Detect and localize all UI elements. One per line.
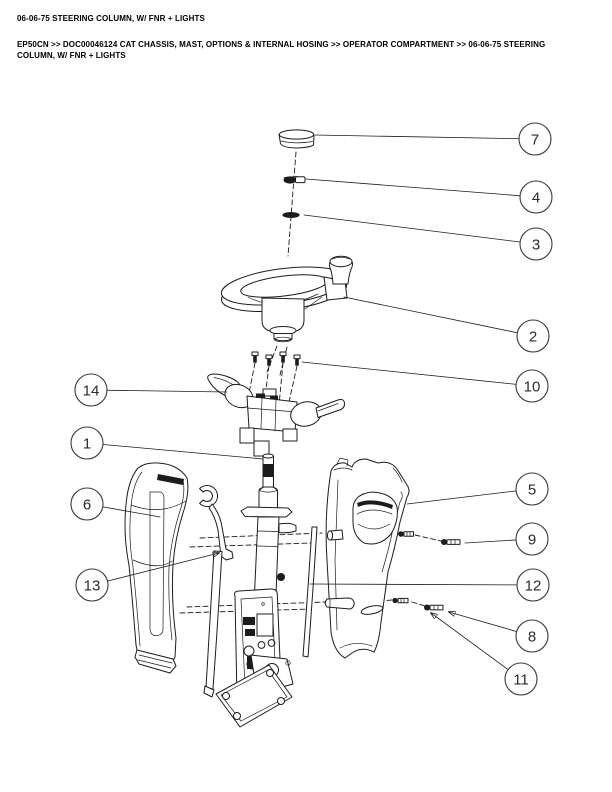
leader-line-5 bbox=[406, 488, 533, 505]
callout-number-4: 4 bbox=[532, 190, 540, 207]
callout-balloon-8[interactable] bbox=[515, 619, 549, 653]
part-mounting-screws bbox=[392, 531, 461, 611]
callout-balloon-13[interactable] bbox=[75, 568, 109, 602]
screw-icon bbox=[265, 354, 273, 366]
breadcrumb[interactable]: EP50CN >> DOC00046124 CAT CHASSIS, MAST,… bbox=[17, 40, 546, 60]
callout-balloon-12[interactable] bbox=[516, 568, 550, 602]
leader-line-10 bbox=[301, 361, 533, 387]
callout-number-12: 12 bbox=[525, 578, 542, 595]
part-washer bbox=[282, 212, 300, 218]
callout-number-11: 11 bbox=[513, 672, 529, 689]
leader-line-1 bbox=[86, 442, 264, 460]
leader-line-2 bbox=[343, 296, 534, 337]
leader-line-7 bbox=[314, 134, 536, 140]
part-combination-switch bbox=[207, 373, 345, 457]
leader-line-12 bbox=[309, 583, 534, 586]
callout-balloon-7[interactable] bbox=[518, 122, 552, 156]
part-steering-wheel bbox=[220, 255, 353, 343]
callout-balloon-4[interactable] bbox=[519, 180, 553, 214]
callout-balloon-11[interactable] bbox=[504, 662, 538, 696]
leader-line-11 bbox=[431, 613, 522, 680]
callout-number-13: 13 bbox=[84, 578, 101, 595]
leader-line-3 bbox=[303, 214, 537, 245]
callout-number-2: 2 bbox=[529, 329, 537, 346]
leader-line-4 bbox=[305, 178, 537, 198]
screw-icon bbox=[293, 354, 301, 366]
part-trim-strip-right bbox=[302, 526, 318, 658]
callout-number-10: 10 bbox=[524, 379, 541, 396]
callout-number-1: 1 bbox=[83, 436, 91, 453]
callout-balloon-14[interactable] bbox=[74, 373, 108, 407]
callout-balloon-2[interactable] bbox=[516, 319, 550, 353]
callout-number-6: 6 bbox=[83, 497, 91, 514]
part-nut bbox=[283, 176, 306, 184]
callout-number-5: 5 bbox=[528, 482, 536, 499]
page-title: 06-06-75 STEERING COLUMN, W/ FNR + LIGHT… bbox=[17, 14, 205, 23]
callout-number-7: 7 bbox=[531, 132, 539, 149]
part-trim-strip-left bbox=[203, 550, 223, 698]
leader-line-14 bbox=[90, 389, 228, 393]
part-right-cover bbox=[324, 457, 410, 659]
callout-balloon-5[interactable] bbox=[515, 472, 549, 506]
leader-line-13 bbox=[91, 553, 219, 586]
part-screws-set bbox=[251, 351, 301, 366]
callout-number-14: 14 bbox=[83, 383, 100, 400]
callout-number-8: 8 bbox=[528, 629, 536, 646]
screw-icon bbox=[251, 351, 259, 363]
callouts-layer: 7 4 3 2 10 14 1 6 13 5 9 12 8 11 bbox=[70, 122, 553, 696]
part-steering-shaft bbox=[240, 453, 293, 518]
part-column-and-bracket bbox=[215, 516, 297, 728]
part-cap bbox=[278, 129, 315, 149]
screw-icon bbox=[441, 539, 461, 545]
callout-number-3: 3 bbox=[532, 237, 540, 254]
callout-balloon-3[interactable] bbox=[519, 227, 553, 261]
callout-balloon-1[interactable] bbox=[70, 426, 104, 460]
screw-icon bbox=[424, 604, 444, 611]
callout-balloon-10[interactable] bbox=[515, 369, 549, 403]
callout-balloon-6[interactable] bbox=[70, 487, 104, 521]
screw-icon bbox=[398, 531, 414, 537]
callout-balloon-9[interactable] bbox=[515, 522, 549, 556]
callout-number-9: 9 bbox=[528, 532, 536, 549]
screw-icon bbox=[392, 597, 409, 604]
screw-icon bbox=[279, 351, 287, 363]
